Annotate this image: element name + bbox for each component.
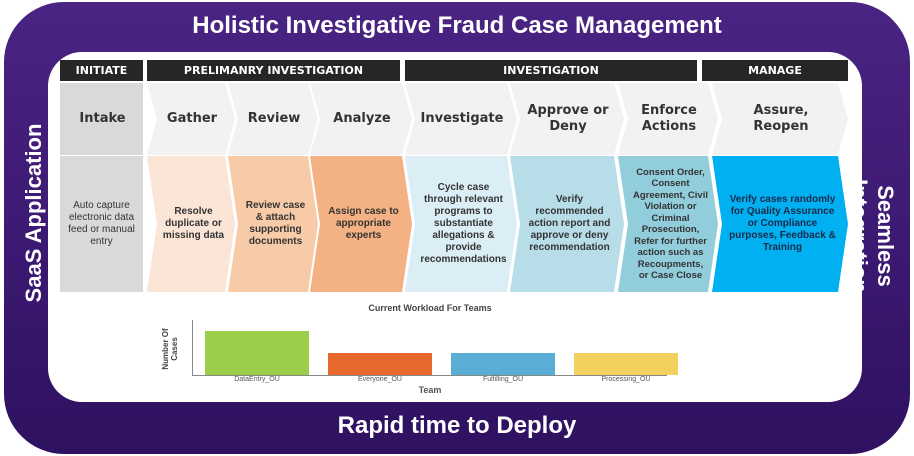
bar-DataEntry_OU — [205, 331, 309, 375]
y-axis — [192, 320, 193, 375]
stage-description: Review case & attach supporting document… — [228, 156, 318, 292]
stage-description: Cycle case through relevant programs to … — [405, 156, 517, 292]
stage-title: Investigate — [405, 83, 517, 155]
phase-preliminary: PRELIMANRY INVESTIGATION — [147, 60, 400, 81]
phase-initiate: INITIATE — [60, 60, 143, 81]
x-tick-label: DataEntry_OU — [234, 376, 280, 383]
stage-description: Consent Order, Consent Agreement, Civil … — [618, 156, 718, 292]
stage-title: Assure, Reopen — [712, 83, 848, 155]
stage-title: Gather — [147, 83, 235, 155]
x-tick-label: Everyone_OU — [358, 376, 402, 383]
phase-manage: MANAGE — [702, 60, 848, 81]
bar-Fulfilling_OU — [451, 353, 555, 375]
stage-description: Verify cases randomly for Quality Assura… — [712, 156, 848, 292]
page-title: Holistic Investigative Fraud Case Manage… — [192, 12, 722, 39]
chart-ylabel: Number Of Cases — [161, 328, 179, 370]
bar-Processing_OU — [574, 353, 678, 375]
bar-Everyone_OU — [328, 353, 432, 375]
stage-title: Analyze — [310, 83, 412, 155]
stage-title: Review — [228, 83, 318, 155]
stage-title: Intake — [60, 83, 143, 155]
stage-description: Resolve duplicate or missing data — [147, 156, 235, 292]
left-label: SaaS Application — [21, 123, 46, 303]
chart-xlabel: Team — [418, 385, 442, 395]
bottom-label: Rapid time to Deploy — [337, 412, 577, 439]
stage-description: Verify recommended action report and app… — [510, 156, 624, 292]
right-label: Seamless Integration — [847, 179, 898, 293]
x-tick-label: Fulfilling_OU — [482, 376, 524, 383]
stage-description: Assign case to appropriate experts — [310, 156, 412, 292]
x-axis — [192, 375, 667, 376]
x-tick-label: Processing_OU — [601, 376, 651, 383]
phase-investigation: INVESTIGATION — [405, 60, 697, 81]
stage-description: Auto capture electronic data feed or man… — [60, 156, 143, 292]
stage-title: Enforce Actions — [618, 83, 718, 155]
chart-title: Current Workload For Teams — [368, 303, 492, 313]
stage-title: Approve or Deny — [510, 83, 624, 155]
